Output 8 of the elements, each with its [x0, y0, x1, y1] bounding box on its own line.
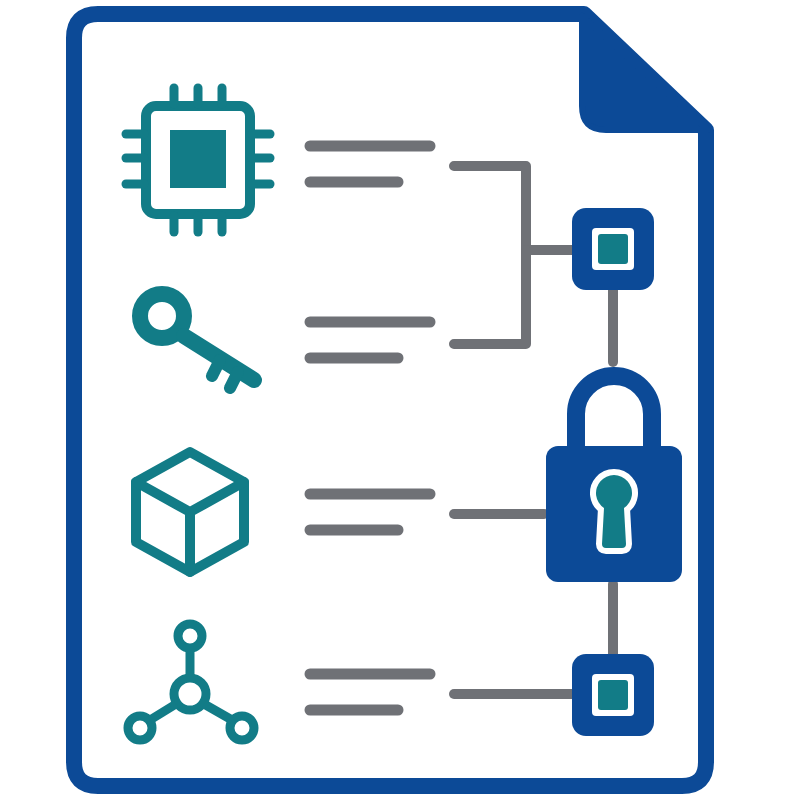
connector-line — [449, 689, 577, 699]
connector-line — [608, 285, 618, 367]
connector-line — [608, 579, 618, 659]
connector-line — [449, 509, 549, 519]
connector-line — [449, 245, 531, 349]
square-node — [572, 208, 654, 290]
square-node — [572, 654, 654, 736]
padlock-icon — [544, 362, 684, 584]
